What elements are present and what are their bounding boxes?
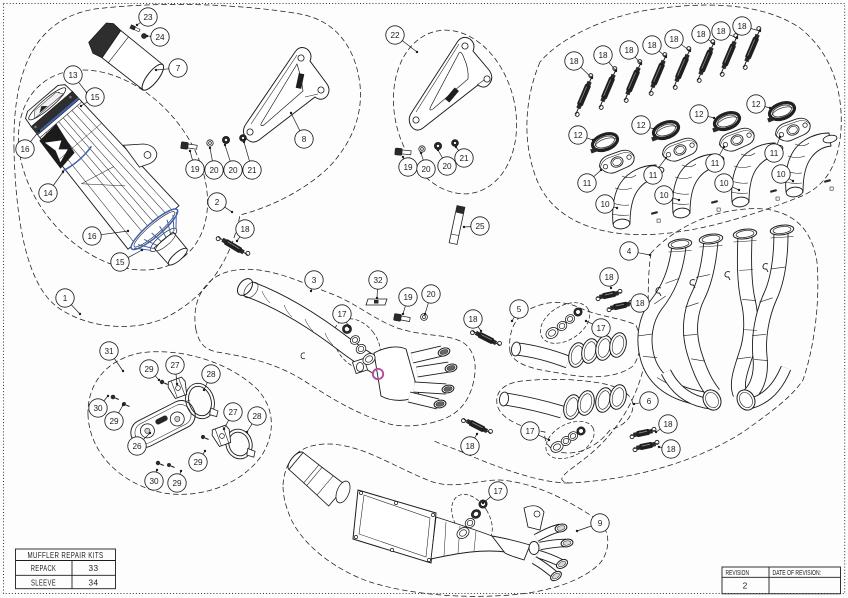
- svg-text:14: 14: [43, 189, 53, 198]
- svg-text:17: 17: [337, 310, 347, 319]
- svg-text:18: 18: [669, 35, 679, 44]
- svg-text:10: 10: [659, 191, 669, 200]
- svg-text:6: 6: [647, 397, 652, 406]
- svg-text:21: 21: [247, 166, 257, 175]
- svg-text:18: 18: [635, 299, 645, 308]
- svg-text:18: 18: [465, 442, 475, 451]
- svg-text:30: 30: [93, 404, 103, 413]
- svg-text:15: 15: [90, 93, 100, 102]
- svg-text:21: 21: [459, 154, 469, 163]
- svg-text:10: 10: [600, 200, 610, 209]
- svg-text:13: 13: [68, 71, 78, 80]
- svg-text:29: 29: [193, 458, 203, 467]
- svg-text:12: 12: [636, 121, 646, 130]
- svg-text:12: 12: [751, 100, 761, 109]
- svg-text:18: 18: [240, 225, 250, 234]
- svg-text:20: 20: [209, 166, 219, 175]
- svg-text:11: 11: [711, 159, 720, 168]
- svg-text:11: 11: [649, 171, 658, 180]
- svg-text:19: 19: [403, 293, 413, 302]
- svg-text:9: 9: [598, 519, 603, 528]
- svg-text:16: 16: [20, 145, 30, 154]
- svg-text:4: 4: [627, 247, 632, 256]
- svg-text:3: 3: [312, 276, 317, 285]
- svg-text:25: 25: [475, 222, 485, 231]
- svg-text:19: 19: [190, 165, 200, 174]
- svg-text:16: 16: [87, 232, 97, 241]
- svg-text:27: 27: [228, 408, 238, 417]
- svg-text:15: 15: [115, 258, 125, 267]
- svg-text:18: 18: [663, 420, 673, 429]
- svg-text:31: 31: [104, 347, 114, 356]
- svg-text:27: 27: [170, 361, 180, 370]
- svg-text:20: 20: [228, 166, 238, 175]
- svg-text:12: 12: [694, 110, 704, 119]
- svg-text:8: 8: [302, 135, 307, 144]
- svg-text:18: 18: [696, 30, 706, 39]
- svg-text:23: 23: [143, 13, 153, 22]
- svg-text:17: 17: [493, 487, 503, 496]
- svg-text:REVISION: REVISION: [726, 568, 750, 577]
- svg-text:10: 10: [776, 170, 786, 179]
- svg-text:28: 28: [252, 412, 262, 421]
- svg-text:17: 17: [525, 427, 535, 436]
- svg-text:33: 33: [88, 564, 98, 573]
- svg-text:20: 20: [442, 162, 452, 171]
- svg-text:18: 18: [569, 57, 579, 66]
- svg-text:5: 5: [517, 305, 522, 314]
- svg-text:18: 18: [468, 315, 478, 324]
- svg-text:18: 18: [666, 445, 676, 454]
- svg-text:REPACK: REPACK: [31, 564, 57, 573]
- svg-text:18: 18: [737, 22, 747, 31]
- svg-text:18: 18: [604, 273, 614, 282]
- svg-text:7: 7: [176, 64, 181, 73]
- svg-text:32: 32: [373, 276, 383, 285]
- svg-text:28: 28: [206, 370, 216, 379]
- svg-text:20: 20: [421, 165, 431, 174]
- svg-text:29: 29: [172, 479, 182, 488]
- svg-text:24: 24: [155, 33, 165, 42]
- svg-text:22: 22: [390, 31, 400, 40]
- svg-text:MUFFLER REPAIR KITS: MUFFLER REPAIR KITS: [28, 551, 104, 560]
- svg-text:20: 20: [426, 290, 436, 299]
- svg-text:10: 10: [719, 179, 729, 188]
- svg-text:18: 18: [647, 41, 657, 50]
- svg-text:26: 26: [132, 442, 142, 451]
- svg-text:30: 30: [149, 477, 159, 486]
- svg-text:2: 2: [743, 581, 748, 591]
- svg-text:18: 18: [624, 46, 634, 55]
- svg-text:19: 19: [403, 163, 413, 172]
- svg-text:34: 34: [88, 579, 98, 588]
- svg-text:1: 1: [63, 294, 68, 303]
- svg-text:2: 2: [215, 198, 220, 207]
- svg-text:SLEEVE: SLEEVE: [31, 579, 56, 588]
- svg-text:17: 17: [596, 324, 606, 333]
- svg-text:18: 18: [716, 27, 726, 36]
- svg-text:29: 29: [144, 365, 154, 374]
- svg-text:12: 12: [573, 131, 583, 140]
- svg-text:DATE OF REVISION:: DATE OF REVISION:: [773, 568, 822, 577]
- svg-text:11: 11: [770, 149, 779, 158]
- svg-text:29: 29: [109, 417, 119, 426]
- svg-text:18: 18: [598, 51, 608, 60]
- svg-text:11: 11: [583, 179, 592, 188]
